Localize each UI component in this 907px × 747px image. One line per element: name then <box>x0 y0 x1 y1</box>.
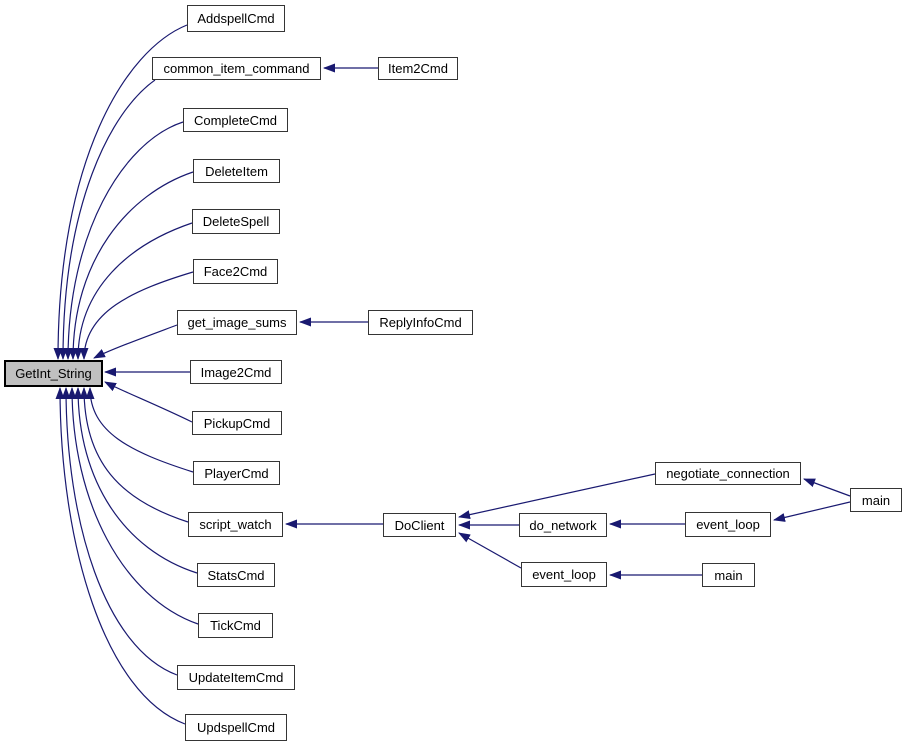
edge-main-1-to-negotiate-connection <box>803 478 851 497</box>
edge-event-loop-2-to-doclient <box>458 532 522 569</box>
node-item2cmd[interactable]: Item2Cmd <box>378 57 458 80</box>
edge-playercmd-to-getint-string <box>85 387 194 473</box>
node-tickcmd[interactable]: TickCmd <box>198 613 273 638</box>
edge-tickcmd-to-getint-string <box>67 387 199 625</box>
edge-updspellcmd-to-getint-string <box>55 387 186 725</box>
node-do-network[interactable]: do_network <box>519 513 607 537</box>
node-replyinfocmd[interactable]: ReplyInfoCmd <box>368 310 473 335</box>
node-main-2[interactable]: main <box>702 563 755 587</box>
edge-pickupcmd-to-getint-string <box>104 381 193 423</box>
node-getint-string[interactable]: GetInt_String <box>4 360 103 387</box>
node-updspellcmd[interactable]: UpdspellCmd <box>185 714 287 741</box>
edge-negotiate-connection-to-doclient <box>458 473 656 520</box>
node-image2cmd[interactable]: Image2Cmd <box>190 360 282 384</box>
node-statscmd[interactable]: StatsCmd <box>197 563 275 587</box>
node-negotiate-connection[interactable]: negotiate_connection <box>655 462 801 485</box>
node-main-1[interactable]: main <box>850 488 902 512</box>
edge-script-watch-to-getint-string <box>79 387 189 523</box>
node-event-loop-2[interactable]: event_loop <box>521 562 607 587</box>
edge-statscmd-to-getint-string <box>73 387 198 574</box>
node-face2cmd[interactable]: Face2Cmd <box>193 259 278 284</box>
edge-common-item-command-to-getint-string <box>58 79 156 360</box>
node-get-image-sums[interactable]: get_image_sums <box>177 310 297 335</box>
node-event-loop-1[interactable]: event_loop <box>685 512 771 537</box>
edge-addspellcmd-to-getint-string <box>53 24 188 360</box>
node-playercmd[interactable]: PlayerCmd <box>193 461 280 485</box>
node-pickupcmd[interactable]: PickupCmd <box>192 411 282 435</box>
edge-updateitemcmd-to-getint-string <box>61 387 178 676</box>
edge-deletespell-to-getint-string <box>73 222 193 360</box>
node-doclient[interactable]: DoClient <box>383 513 456 537</box>
edge-main-1-to-event-loop-1 <box>773 501 851 522</box>
edge-get-image-sums-to-getint-string <box>93 324 178 359</box>
node-completecmd[interactable]: CompleteCmd <box>183 108 288 132</box>
node-deleteitem[interactable]: DeleteItem <box>193 159 280 183</box>
node-updateitemcmd[interactable]: UpdateItemCmd <box>177 665 295 690</box>
node-script-watch[interactable]: script_watch <box>188 512 283 537</box>
node-addspellcmd[interactable]: AddspellCmd <box>187 5 285 32</box>
edge-completecmd-to-getint-string <box>63 121 184 360</box>
edge-deleteitem-to-getint-string <box>68 171 194 360</box>
node-common-item-command[interactable]: common_item_command <box>152 57 321 80</box>
node-deletespell[interactable]: DeleteSpell <box>192 209 280 234</box>
edge-face2cmd-to-getint-string <box>79 271 194 360</box>
